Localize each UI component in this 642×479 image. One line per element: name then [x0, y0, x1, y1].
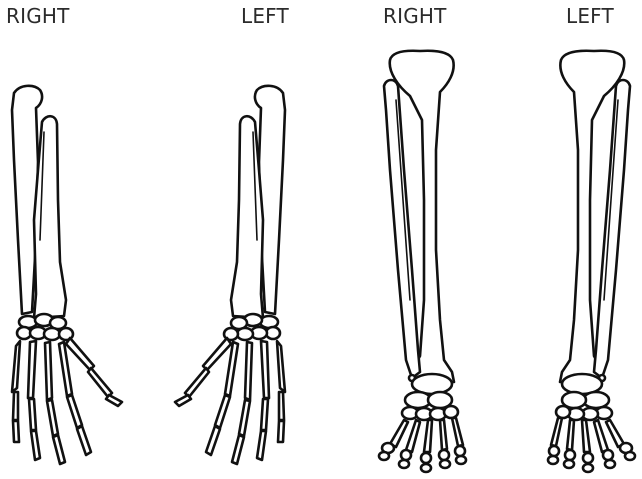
- right-forearm-hand: [12, 86, 122, 464]
- left-toes: [548, 418, 635, 472]
- left-fibula: [594, 80, 630, 378]
- right-lower-leg-foot: [379, 51, 466, 472]
- left-carpals: [224, 314, 280, 340]
- right-radius: [34, 116, 66, 318]
- left-lower-leg-foot: [548, 51, 635, 472]
- right-fingers: [12, 338, 122, 464]
- left-radius: [231, 116, 263, 318]
- left-fingers: [175, 338, 285, 464]
- left-forearm-hand: [175, 86, 285, 464]
- right-toes: [379, 418, 466, 472]
- right-carpals: [17, 314, 73, 340]
- right-fibula: [384, 80, 420, 378]
